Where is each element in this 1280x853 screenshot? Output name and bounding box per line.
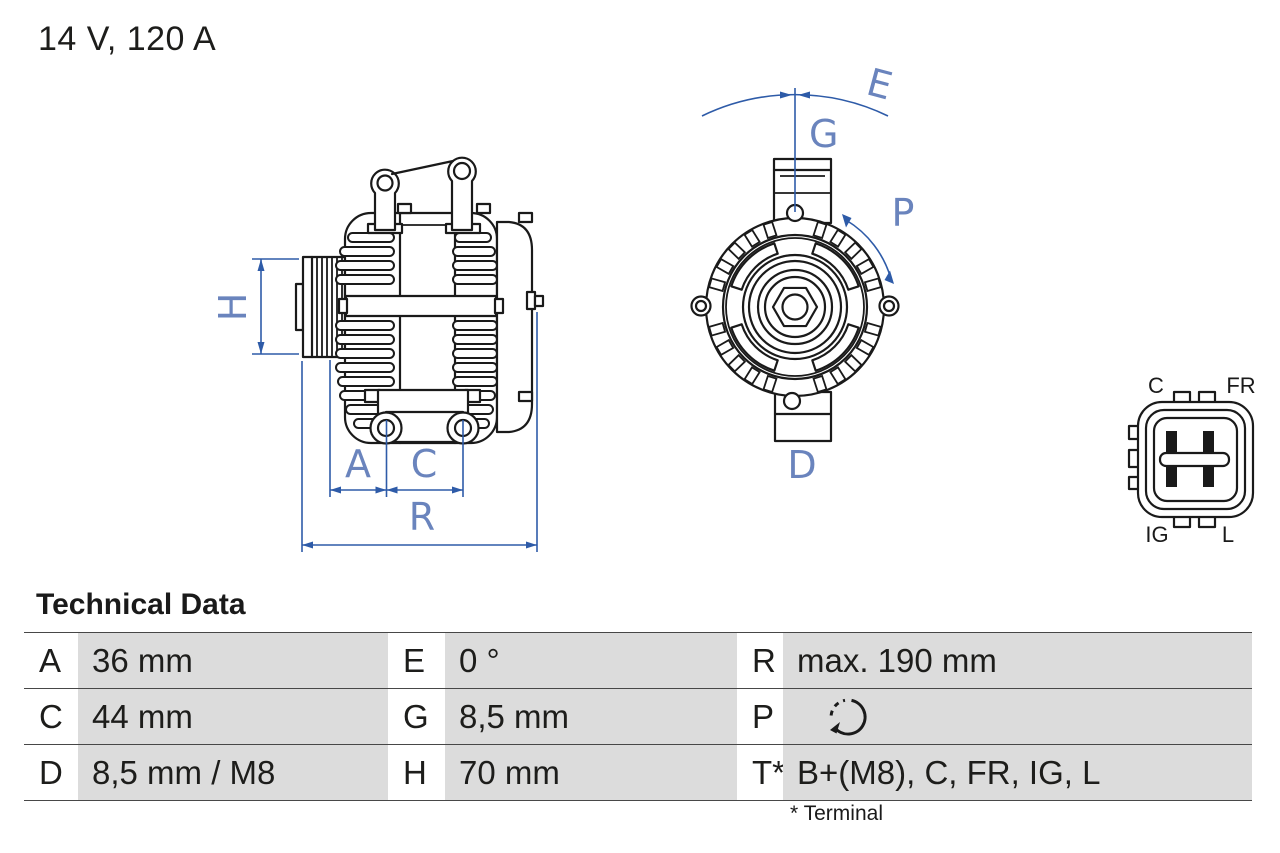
alternator-front-view: E G P D	[690, 60, 915, 487]
spec-key-p: P	[737, 689, 783, 744]
table-row: C 44 mm G 8,5 mm P	[24, 689, 1252, 745]
spec-value-g: 8,5 mm	[445, 689, 737, 744]
spec-key-a: A	[24, 633, 78, 688]
spec-key-t: T*	[737, 745, 785, 800]
dim-label-e: E	[862, 60, 897, 109]
voltage-amperage-rating: 14 V, 120 A	[38, 20, 217, 58]
dim-label-h: H	[211, 293, 255, 322]
technical-data-table: A 36 mm E 0 ° R max. 190 mm C 44 mm G 8,…	[24, 632, 1252, 801]
dim-label-p: P	[892, 191, 915, 235]
spec-value-c: 44 mm	[78, 689, 388, 744]
spec-value-h: 70 mm	[445, 745, 737, 800]
spec-key-e: E	[388, 633, 445, 688]
spec-key-g: G	[388, 689, 445, 744]
dim-label-r: R	[409, 495, 435, 539]
pin-label-l: L	[1222, 522, 1234, 547]
pin-label-fr: FR	[1226, 373, 1255, 398]
side-view-dimensions: H A C R	[211, 258, 538, 552]
alternator-side-view: H A C R	[211, 156, 545, 552]
terminal-footnote: * Terminal	[790, 802, 883, 825]
spec-value-a: 36 mm	[78, 633, 388, 688]
spec-key-h: H	[388, 745, 445, 800]
technical-drawing-canvas: H A C R	[211, 60, 1256, 552]
dim-label-a: A	[345, 442, 371, 486]
spec-value-t: B+(M8), C, FR, IG, L	[783, 745, 1252, 800]
spec-key-c: C	[24, 689, 78, 744]
pin-label-ig: IG	[1145, 522, 1168, 547]
spec-value-e: 0 °	[445, 633, 737, 688]
connector-pinout-diagram: C FR IG L	[1127, 373, 1256, 547]
spec-key-r: R	[737, 633, 783, 688]
spec-key-d: D	[24, 745, 78, 800]
rotation-cw-icon	[829, 698, 867, 736]
table-row: D 8,5 mm / M8 H 70 mm T* B+(M8), C, FR, …	[24, 745, 1252, 801]
technical-data-heading: Technical Data	[36, 588, 246, 621]
spec-value-r: max. 190 mm	[783, 633, 1252, 688]
dim-label-d: D	[787, 443, 816, 487]
table-row: A 36 mm E 0 ° R max. 190 mm	[24, 633, 1252, 689]
spec-value-d: 8,5 mm / M8	[78, 745, 388, 800]
pin-label-c: C	[1148, 373, 1164, 398]
dim-label-g: G	[809, 112, 838, 156]
spec-value-p	[783, 689, 1252, 744]
dim-label-c: C	[411, 442, 438, 486]
